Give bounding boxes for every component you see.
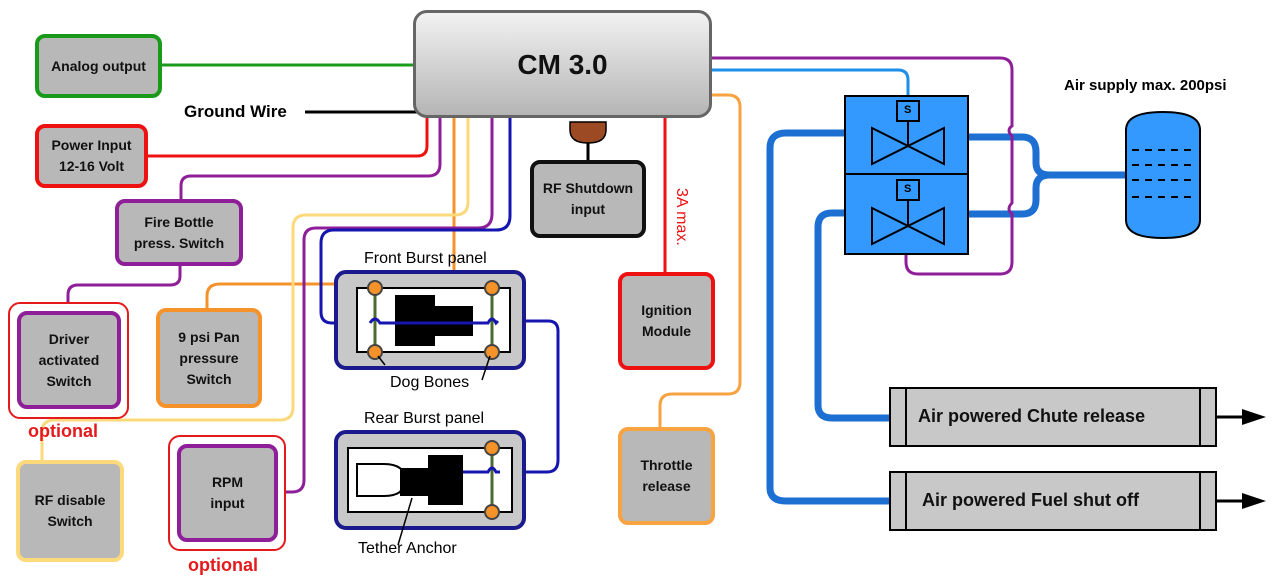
- tether-anchor-label: Tether Anchor: [358, 540, 457, 557]
- rf-disable-line2: Switch: [47, 513, 93, 529]
- wire-burst-front-to-rear: [498, 319, 560, 474]
- front-panel-block-big: [395, 295, 435, 346]
- rear-anchor-block-mid: [400, 468, 432, 496]
- driver-line2: activated: [38, 351, 100, 368]
- rf-disable-line1: RF disable: [34, 492, 106, 508]
- rear-panel-wire-through: [463, 466, 500, 474]
- ground-wire-label: Ground Wire: [184, 102, 287, 121]
- cm-module-label: CM 3.0: [517, 48, 608, 80]
- rf-disable-switch-box: RF disable Switch: [16, 460, 124, 562]
- driver-optional-label: optional: [28, 421, 98, 441]
- dog-bones-pointer-right: [481, 355, 491, 381]
- air-supply-label: Air supply max. 200psi: [1064, 77, 1227, 94]
- fuel-shutoff-label: Air powered Fuel shut off: [922, 490, 1140, 510]
- rf-shutdown-line2: input: [570, 201, 606, 217]
- solenoid-top-valve-icon: [871, 126, 945, 166]
- three-a-max-label: 3A max.: [673, 188, 690, 246]
- solenoid-bottom-s: S: [904, 183, 912, 195]
- fire-bottle-switch-box: Fire Bottle press. Switch: [115, 199, 243, 266]
- wire-power: [147, 115, 429, 158]
- rf-shutdown-bump: [569, 121, 607, 144]
- dog-bones-pointer-left: [377, 355, 386, 366]
- chute-release-label: Air powered Chute release: [918, 406, 1146, 426]
- rpm-line1: RPM: [211, 474, 244, 490]
- analog-output-label: Analog output: [51, 57, 146, 74]
- rear-bolt-bottom: [484, 504, 500, 520]
- throttle-release-box: Throttle release: [618, 427, 715, 525]
- rpm-input-box: RPM input: [177, 444, 278, 542]
- front-bolt-br: [484, 344, 500, 360]
- wire-solenoid-blue: [712, 68, 910, 95]
- wire-burst-loop: [319, 118, 512, 325]
- driver-activated-switch-box: Driver activated Switch: [17, 311, 121, 409]
- fire-bottle-line1: Fire Bottle: [144, 213, 214, 230]
- pan-line2: pressure: [179, 349, 239, 366]
- wire-fire-to-driver: [66, 265, 182, 312]
- pan-pressure-switch-box: 9 psi Pan pressure Switch: [156, 308, 262, 408]
- throttle-line1: Throttle: [640, 457, 693, 473]
- ignition-line2: Module: [642, 323, 691, 339]
- wire-rpm: [286, 118, 494, 494]
- wire-throttle: [658, 93, 742, 428]
- fuel-arrow-icon: [1242, 493, 1266, 509]
- rpm-line2: input: [210, 495, 245, 511]
- air-line-chute: [814, 209, 890, 422]
- rear-anchor-shape: [356, 463, 407, 497]
- front-bolt-bl: [367, 344, 383, 360]
- air-line-supply-top: [968, 133, 1130, 179]
- chute-cylinder-body: [889, 387, 1217, 447]
- analog-output-box: Analog output: [35, 34, 162, 98]
- ignition-module-box: Ignition Module: [618, 272, 715, 370]
- throttle-line2: release: [642, 478, 691, 494]
- wire-solenoid-purple: [712, 56, 1014, 276]
- rf-shutdown-input-box: RF Shutdown input: [530, 160, 646, 238]
- chute-arrow-icon: [1242, 409, 1266, 425]
- rear-bolt-top: [484, 440, 500, 456]
- wire-rf-disable: [40, 118, 470, 462]
- pan-line1: 9 psi Pan: [178, 328, 240, 345]
- fire-bottle-line2: press. Switch: [133, 234, 225, 251]
- air-line-fuel: [766, 129, 890, 505]
- ignition-line1: Ignition: [641, 302, 692, 318]
- rear-anchor-block-big: [428, 455, 463, 505]
- front-bolt-tr: [484, 280, 500, 296]
- tether-pointer: [397, 497, 413, 546]
- power-input-line1: Power Input: [51, 137, 132, 153]
- rpm-optional-label: optional: [188, 555, 258, 575]
- front-burst-panel-label: Front Burst panel: [364, 250, 487, 267]
- air-line-supply-bottom: [968, 171, 1051, 218]
- rear-burst-panel-label: Rear Burst panel: [364, 410, 485, 427]
- wire-fire-bottle: [179, 118, 442, 200]
- driver-line3: Switch: [46, 372, 92, 389]
- dog-bones-label: Dog Bones: [390, 374, 470, 391]
- rf-shutdown-line1: RF Shutdown: [542, 180, 634, 196]
- air-tank-icon: [1125, 110, 1201, 240]
- front-panel-wire-through: [368, 317, 500, 326]
- solenoid-bottom-valve-icon: [871, 206, 945, 246]
- solenoid-top-s: S: [904, 104, 912, 116]
- pan-line3: Switch: [186, 370, 232, 387]
- power-input-box: Power Input 12-16 Volt: [35, 124, 148, 188]
- front-bolt-tl: [367, 280, 383, 296]
- front-panel-block-small: [433, 306, 473, 336]
- power-input-line2: 12-16 Volt: [58, 158, 125, 174]
- driver-line1: Driver: [48, 330, 90, 347]
- cm-module: CM 3.0: [413, 10, 712, 118]
- fuel-cylinder-body: [889, 471, 1217, 531]
